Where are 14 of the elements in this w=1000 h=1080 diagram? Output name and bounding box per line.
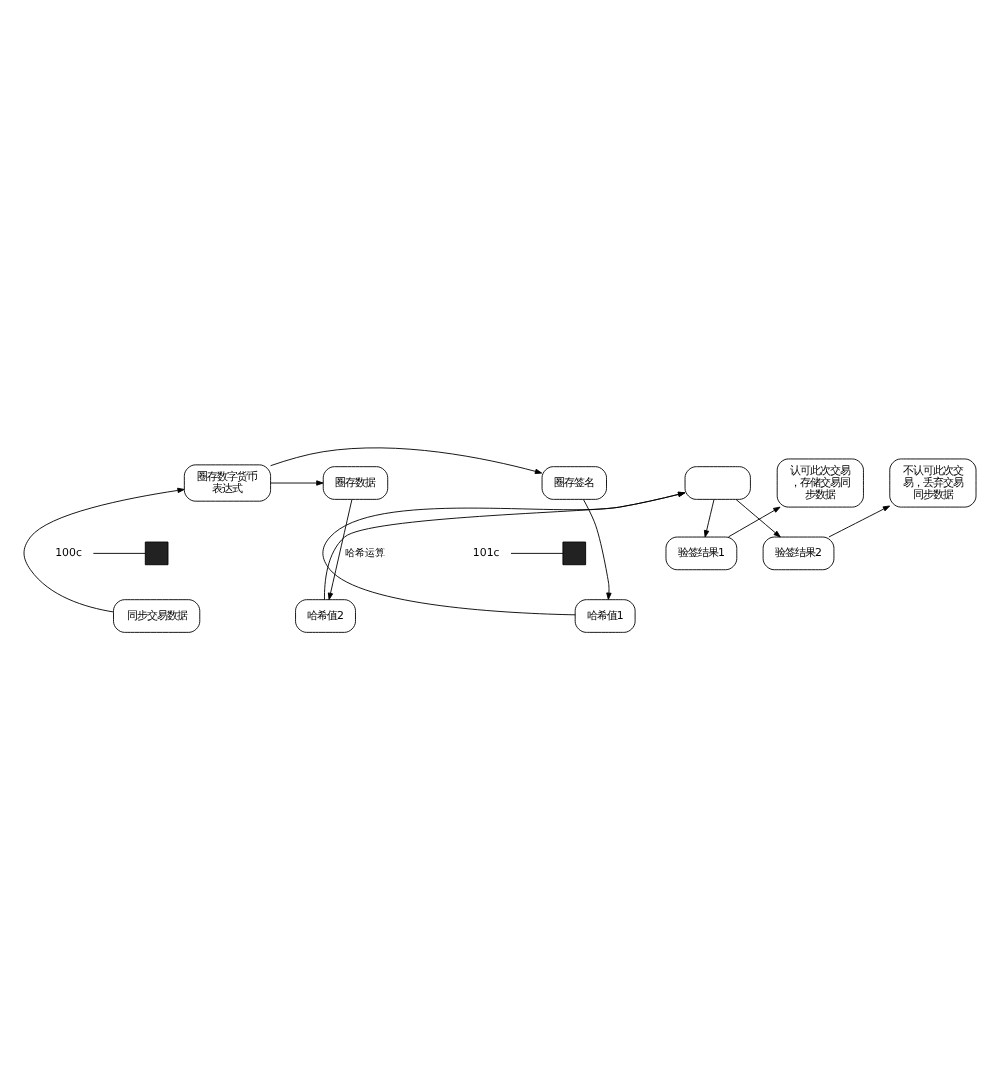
arrow	[703, 499, 715, 538]
node-key	[562, 541, 587, 566]
connector	[92, 552, 146, 554]
arrow	[270, 480, 324, 486]
arrow	[23, 487, 185, 613]
arrow	[828, 505, 891, 538]
connector	[510, 552, 564, 554]
node-box	[684, 466, 751, 500]
arrow	[728, 506, 781, 538]
node-key	[144, 541, 169, 566]
arrow	[735, 499, 781, 538]
arrow	[327, 499, 353, 601]
arrow	[583, 499, 612, 600]
arrow	[270, 447, 543, 474]
